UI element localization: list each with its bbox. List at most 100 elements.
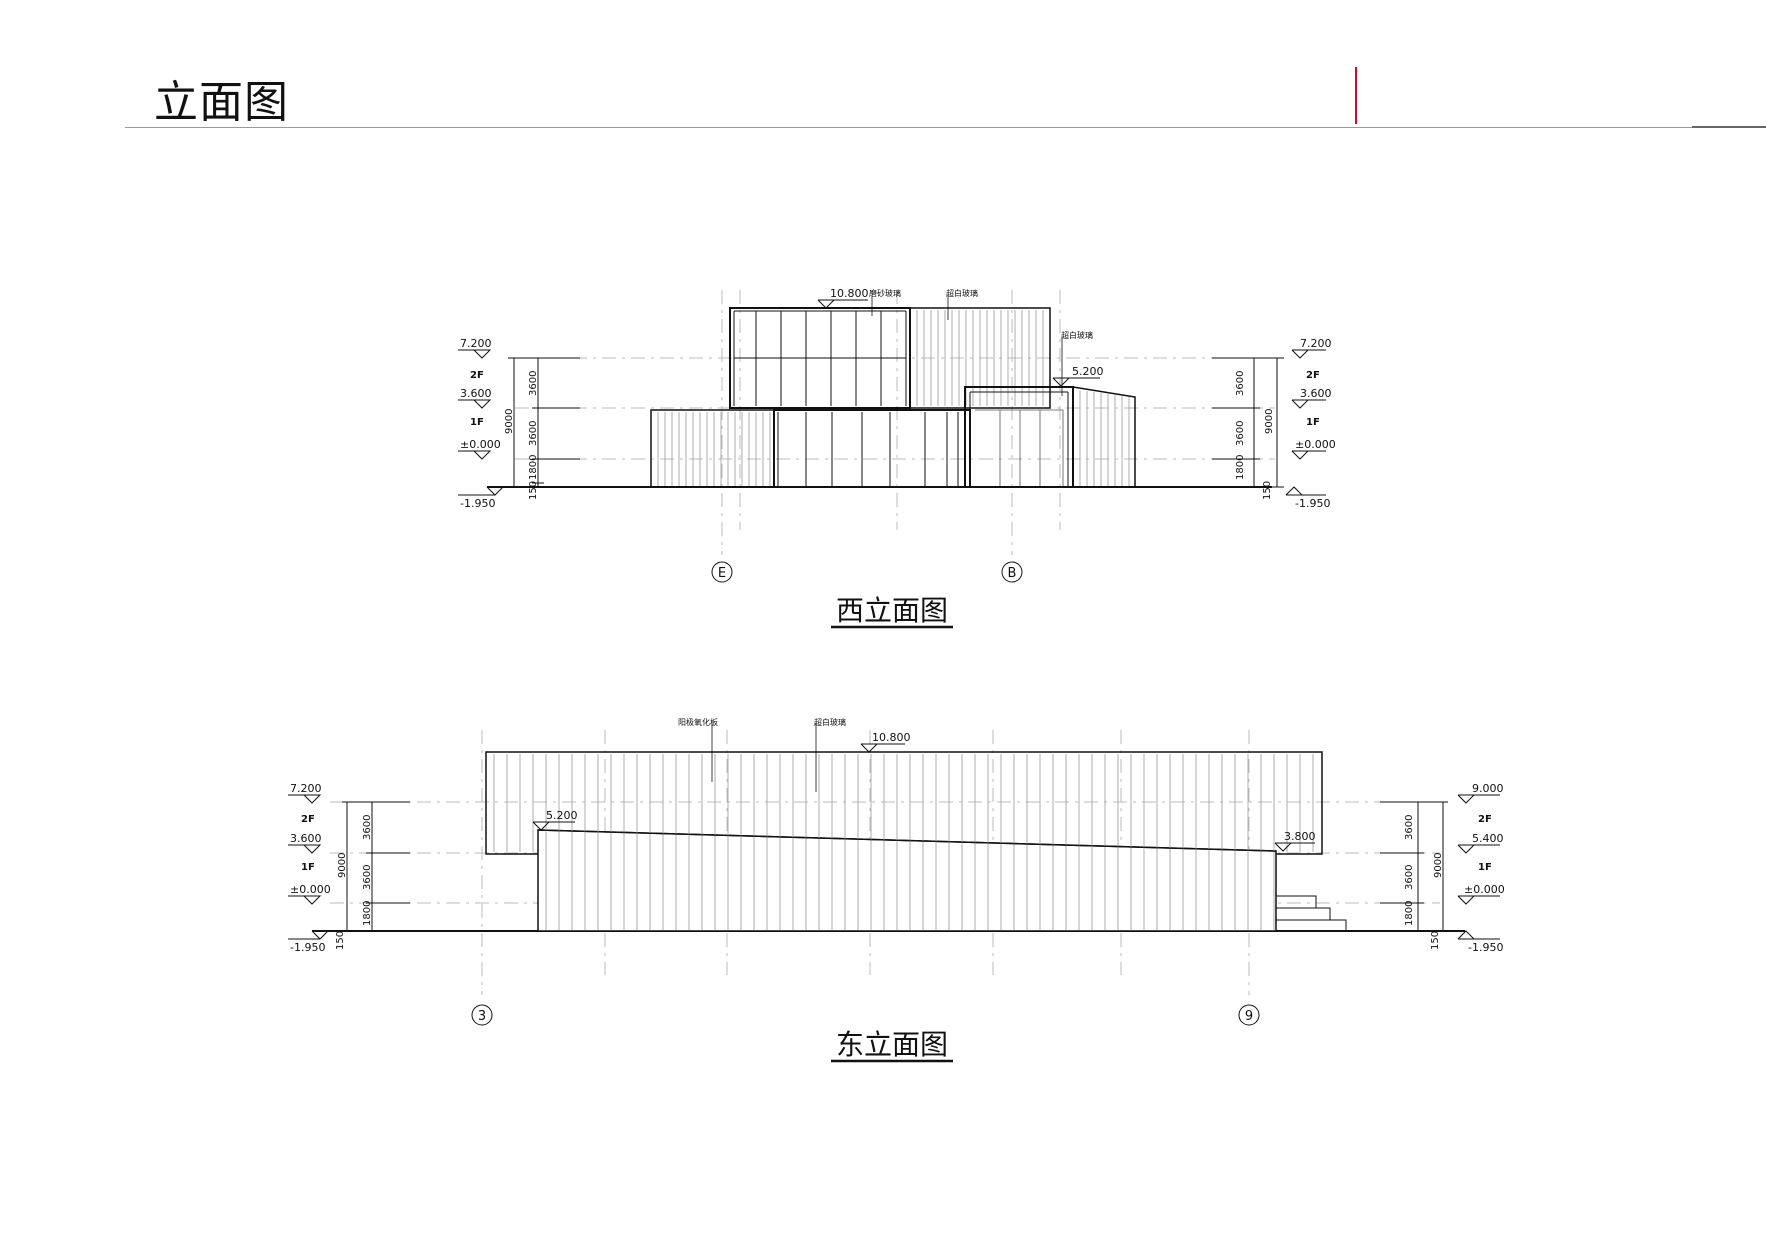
west-note-frosted: 磨砂玻璃	[869, 288, 901, 298]
west-left-floor-2f: 2F	[470, 370, 484, 381]
east-right-floor-2f: 2F	[1478, 814, 1492, 825]
page-title: 立面图	[154, 77, 289, 128]
east-left-level-ground: ±0.000	[290, 883, 331, 896]
west-right-level-base: -1.950	[1295, 497, 1330, 510]
west-left-dim-150: 150	[528, 481, 539, 500]
east-right-dim-3600-a: 3600	[1404, 815, 1415, 840]
east-right-dim-3600-b: 3600	[1404, 865, 1415, 890]
west-canopy-level-text: 5.200	[1072, 365, 1104, 378]
header-divider	[125, 127, 1766, 128]
west-upper-clad-lines	[916, 310, 1044, 406]
east-right-level-floor2: 5.400	[1472, 832, 1504, 845]
east-left-level-roof2f: 7.200	[290, 782, 322, 795]
west-right-dim-total: 9000	[1264, 409, 1275, 434]
west-right-floor-2f: 2F	[1306, 370, 1320, 381]
west-right-clad	[1072, 386, 1136, 488]
east-left-level-markers	[288, 794, 329, 940]
east-grid-label-9: 9	[1245, 1009, 1253, 1024]
west-left-dim-3600-b: 3600	[528, 421, 539, 446]
west-right-level-markers	[1285, 349, 1326, 496]
west-grid-bubble-e	[711, 561, 733, 583]
west-right-dim-1800: 1800	[1235, 455, 1246, 480]
east-slope-left-level: 5.200	[546, 809, 578, 822]
west-top-level-text: 10.800	[830, 287, 869, 300]
west-upper-mullions	[733, 310, 907, 406]
east-left-dim-1800: 1800	[362, 901, 373, 926]
east-right-level-markers	[1457, 794, 1500, 940]
west-upper-clad-box	[909, 307, 1051, 409]
header-accent-line	[1692, 126, 1766, 128]
west-right-clad-lines	[1079, 390, 1130, 486]
east-left-floor-2f: 2F	[301, 814, 315, 825]
east-slope-right-marker	[1274, 842, 1315, 852]
east-texts: 10.800 阳极氧化板 超白玻璃 5.200 3.800 7.200 2F 3…	[290, 717, 1505, 1061]
west-right-level-floor2: 3.600	[1300, 387, 1332, 400]
east-slope-right-level: 3.800	[1284, 830, 1316, 843]
east-right-dim-1800: 1800	[1404, 901, 1415, 926]
west-left-level-floor2: 3.600	[460, 387, 492, 400]
west-canopy-frame	[964, 386, 1074, 488]
east-left-dim-total: 9000	[337, 853, 348, 878]
east-elevation	[288, 723, 1500, 1063]
west-canopy-level-marker	[1052, 377, 1100, 387]
east-slope-left-marker	[532, 821, 575, 831]
west-right-dimensions	[1212, 357, 1284, 488]
west-grid-lines	[721, 290, 1061, 555]
east-left-dim-3600-a: 3600	[362, 815, 373, 840]
west-grid-label-e: E	[718, 566, 726, 581]
west-lower-glass-mullions	[777, 412, 959, 486]
east-cladding-lines	[493, 754, 1314, 930]
west-left-level-ground: ±0.000	[460, 438, 501, 451]
east-right-dim-total: 9000	[1433, 853, 1444, 878]
east-left-level-base: -1.950	[290, 941, 325, 954]
east-grid-label-3: 3	[478, 1009, 486, 1024]
west-right-level-ground: ±0.000	[1295, 438, 1336, 451]
west-right-dim-150: 150	[1262, 481, 1273, 500]
east-right-level-ground: ±0.000	[1464, 883, 1505, 896]
east-steps	[1275, 895, 1347, 932]
west-left-dim-3600-a: 3600	[528, 371, 539, 396]
east-right-level-base: -1.950	[1468, 941, 1503, 954]
east-right-floor-1f: 1F	[1478, 862, 1492, 873]
east-left-dim-3600-b: 3600	[362, 865, 373, 890]
west-left-floor-1f: 1F	[470, 417, 484, 428]
west-left-level-base: -1.950	[460, 497, 495, 510]
west-note-clear-1: 超白玻璃	[946, 288, 978, 298]
east-top-level-marker	[860, 743, 905, 753]
west-left-level-roof2f: 7.200	[460, 337, 492, 350]
east-left-floor-1f: 1F	[301, 862, 315, 873]
west-caption: 西立面图	[836, 594, 948, 627]
east-left-dimensions	[342, 801, 410, 932]
west-left-dim-1800: 1800	[528, 455, 539, 480]
west-right-dim-3600-a: 3600	[1235, 371, 1246, 396]
east-grid-bubble-3	[471, 1004, 493, 1026]
east-grid-bubble-9	[1238, 1004, 1260, 1026]
east-right-level-roof2f: 9.000	[1472, 782, 1504, 795]
east-right-dimensions	[1380, 801, 1448, 932]
west-top-level-marker	[817, 299, 868, 309]
east-note-anodized: 阳极氧化板	[678, 717, 718, 727]
west-grid-label-b: B	[1008, 566, 1017, 581]
east-left-level-floor2: 3.600	[290, 832, 322, 845]
west-left-dim-total: 9000	[504, 409, 515, 434]
west-right-floor-1f: 1F	[1306, 417, 1320, 428]
west-lower-left-clad-lines	[657, 412, 771, 486]
west-elevation	[458, 290, 1326, 629]
east-caption: 东立面图	[836, 1028, 948, 1061]
east-right-dim-150: 150	[1430, 931, 1441, 950]
west-right-level-roof2f: 7.200	[1300, 337, 1332, 350]
east-lower-volume	[537, 829, 1277, 932]
west-right-dim-3600-b: 3600	[1235, 421, 1246, 446]
west-note-clear-2: 超白玻璃	[1061, 330, 1093, 340]
west-grid-bubble-b	[1001, 561, 1023, 583]
west-texts: 10.800 磨砂玻璃 超白玻璃 超白玻璃 5.200 7.200 2F 3.6…	[460, 287, 1336, 627]
west-lower-glass	[773, 409, 971, 488]
header-red-mark	[1355, 67, 1357, 124]
east-left-dim-150: 150	[335, 931, 346, 950]
west-left-level-markers	[458, 349, 504, 496]
west-lower-left-clad	[650, 409, 775, 488]
east-note-clear: 超白玻璃	[814, 717, 846, 727]
east-top-level-text: 10.800	[872, 731, 911, 744]
